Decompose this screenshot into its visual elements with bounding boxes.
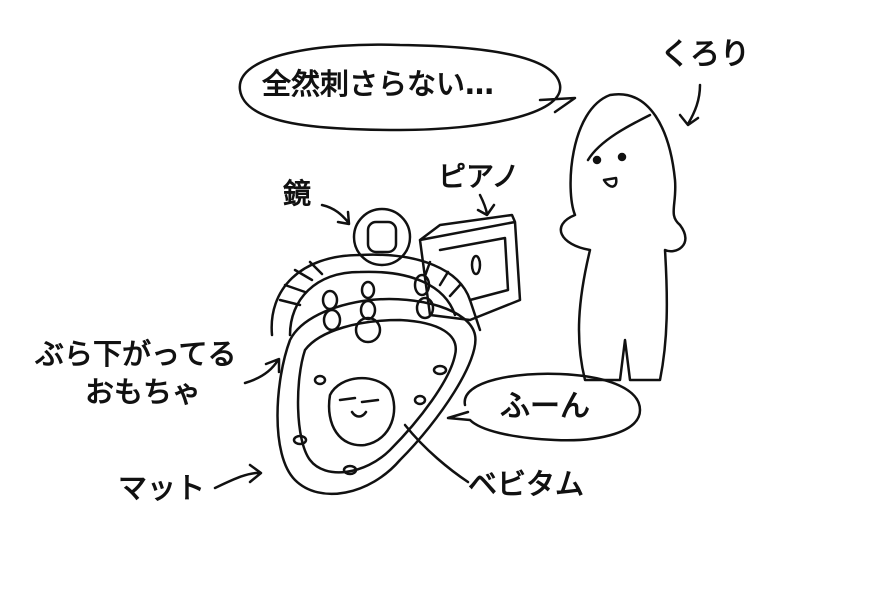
main-speech-bubble — [238, 43, 577, 132]
reply-bubble-text: ふーん — [500, 389, 590, 424]
arrow-mirror — [320, 203, 351, 226]
mirror — [352, 207, 412, 267]
reply-speech-bubble — [446, 372, 642, 442]
arrow-mat — [213, 463, 263, 490]
arrow-baby — [403, 423, 470, 484]
mat — [276, 297, 477, 495]
label-mat: マット — [118, 471, 206, 505]
label-person: くろり — [660, 37, 750, 72]
main-bubble-text: 全然刺さらない… — [262, 67, 495, 101]
label-hanging-toys-2: おもちゃ — [85, 375, 202, 409]
label-mirror: 鏡 — [283, 177, 312, 210]
arrow-person — [678, 83, 702, 127]
baby — [327, 376, 396, 447]
label-baby: ベビタム — [468, 467, 585, 501]
arrow-piano — [476, 193, 496, 217]
label-piano: ピアノ — [438, 160, 520, 193]
label-hanging-toys-1: ぶら下がってる — [35, 337, 237, 371]
person-figure — [559, 93, 687, 382]
arrow-toys — [243, 357, 281, 385]
